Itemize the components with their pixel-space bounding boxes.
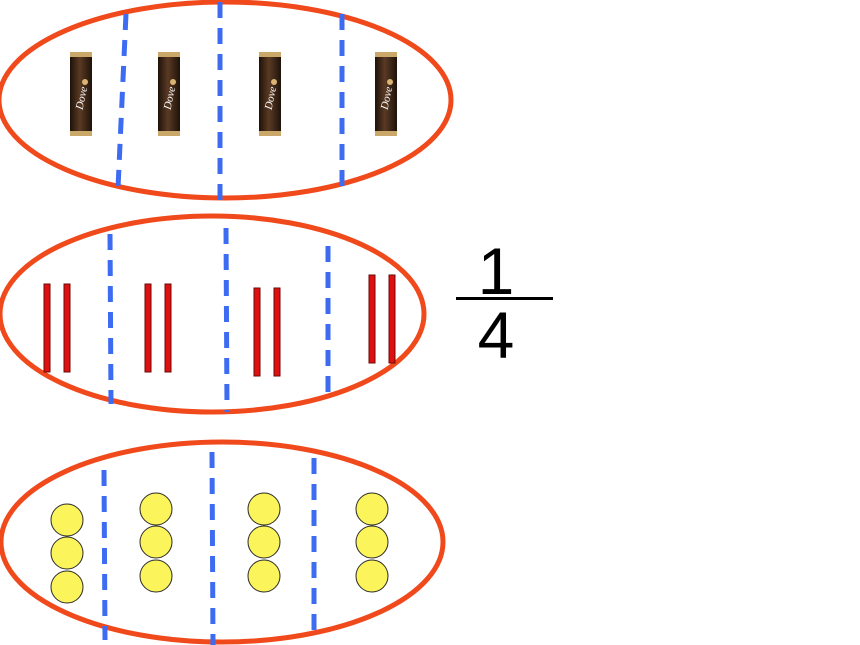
ball — [50, 536, 84, 570]
candy-brand-text: Dove — [262, 85, 279, 111]
ball — [139, 492, 173, 526]
fraction-numerator: 1 — [477, 234, 515, 308]
balls-group — [0, 439, 446, 645]
divider-line — [101, 469, 108, 641]
stick — [253, 287, 261, 377]
divider-line — [223, 227, 230, 413]
stick — [388, 274, 396, 364]
candy-bar: Dove — [259, 52, 281, 136]
group-ellipse — [0, 439, 446, 645]
stick — [273, 287, 281, 377]
ball — [247, 525, 281, 559]
candy-brand-text: Dove — [73, 85, 90, 111]
ball — [50, 570, 84, 604]
ball — [247, 559, 281, 593]
ball — [355, 559, 389, 593]
sticks-group — [0, 213, 427, 415]
candy-brand-text: Dove — [378, 85, 395, 111]
candy-brand-text: Dove — [161, 85, 178, 111]
stick — [43, 283, 51, 373]
ball — [355, 492, 389, 526]
ball — [139, 559, 173, 593]
fraction-bar — [456, 297, 553, 300]
group-ellipse — [0, 213, 427, 415]
stick — [368, 274, 376, 364]
fraction-one-quarter: 1 4 — [455, 238, 555, 368]
ball — [50, 503, 84, 537]
candy-bar: Dove — [70, 52, 92, 136]
stick — [63, 283, 71, 373]
stick — [164, 283, 172, 373]
divider-line — [115, 13, 129, 189]
candy-bars-group: Dove Dove Dove Dove — [0, 0, 454, 201]
ball — [247, 492, 281, 526]
group-ellipse — [0, 0, 454, 201]
candy-bar: Dove — [158, 52, 180, 136]
divider-line — [209, 451, 216, 645]
ball — [355, 525, 389, 559]
stick — [144, 283, 152, 373]
candy-bar: Dove — [375, 52, 397, 136]
fraction-denominator: 4 — [477, 298, 515, 372]
ball — [139, 525, 173, 559]
divider-line — [107, 233, 114, 405]
